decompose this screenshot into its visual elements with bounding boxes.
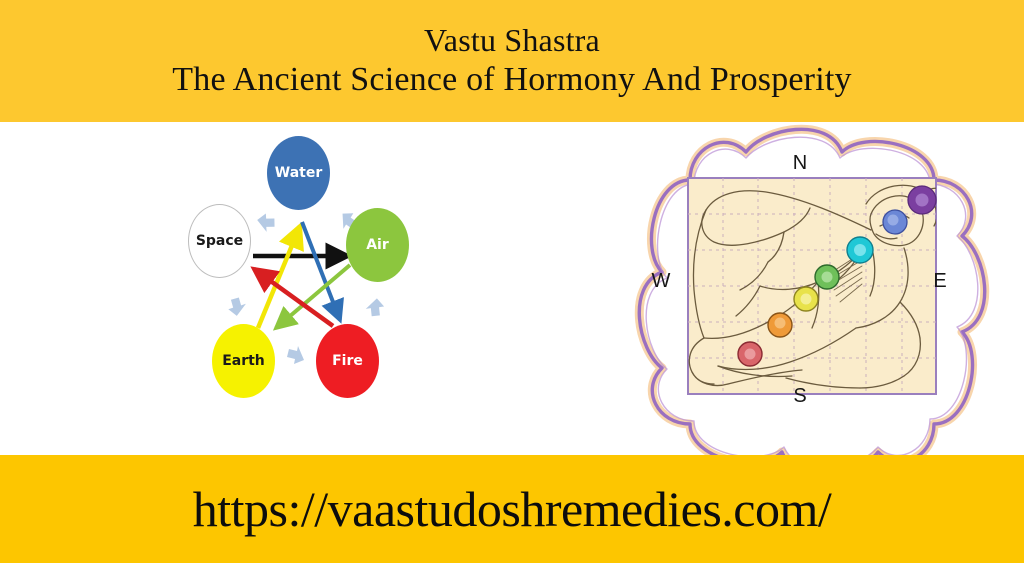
five-elements-diagram: Water Air Fire Earth Space [170, 130, 450, 430]
lotus-petal-frame [634, 124, 990, 455]
element-circle-air: Air [346, 208, 409, 282]
element-circle-fire: Fire [316, 324, 379, 398]
arrow-air-to-earth [272, 263, 352, 331]
arrow-fire-to-space [250, 266, 335, 328]
vastu-purusha-mandala: N E S W [628, 122, 996, 455]
header-banner: Vastu Shastra The Ancient Science of Hor… [0, 0, 1024, 122]
chakra-points [737, 185, 937, 367]
website-url-link[interactable]: https://vaastudoshremedies.com/ [192, 481, 832, 537]
mandala-illustration [634, 124, 990, 455]
element-circle-earth: Earth [212, 324, 275, 398]
connector-chevrons [228, 213, 385, 364]
element-circle-water: Water [267, 136, 330, 210]
five-elements-arrows [228, 213, 385, 364]
direction-label-south: S [793, 385, 807, 407]
image-stage: Water Air Fire Earth Space [0, 122, 1024, 455]
element-label-fire: Fire [332, 353, 363, 369]
direction-label-north: N [792, 152, 808, 174]
footer-banner: https://vaastudoshremedies.com/ [0, 455, 1024, 563]
chakra-solar-plexus [793, 286, 819, 312]
direction-label-west: W [651, 270, 671, 292]
chakra-crown [907, 185, 937, 215]
direction-label-east: E [933, 270, 947, 292]
chakra-heart [814, 264, 840, 290]
element-label-earth: Earth [222, 353, 265, 369]
chakra-root [737, 341, 763, 367]
element-label-space: Space [195, 233, 244, 249]
chakra-third-eye [882, 209, 908, 235]
element-circle-space: Space [188, 204, 251, 278]
element-label-water: Water [274, 165, 323, 181]
page-title: Vastu Shastra [424, 22, 600, 59]
chakra-throat [846, 236, 874, 264]
chakra-sacral [767, 312, 793, 338]
arrow-water-to-fire [300, 221, 344, 324]
element-label-air: Air [366, 237, 389, 253]
page-subtitle: The Ancient Science of Hormony And Prosp… [172, 60, 852, 98]
